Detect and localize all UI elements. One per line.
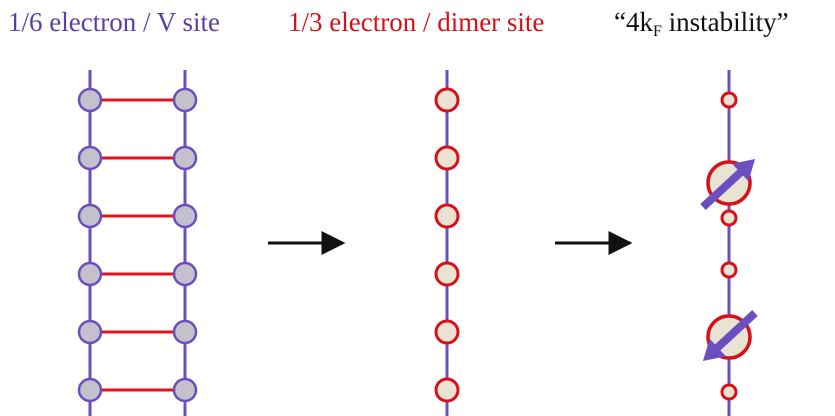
spin-arrow-shaft xyxy=(711,310,758,354)
v-site-left xyxy=(77,87,103,113)
dimer-site xyxy=(434,145,460,171)
dimer-site xyxy=(434,87,460,113)
dimer-site xyxy=(434,319,460,345)
v-site-left xyxy=(77,261,103,287)
small-site xyxy=(720,209,738,227)
dimer-caption: 1/3 electron / dimer site xyxy=(288,7,545,37)
instability-caption: “4kF instability” xyxy=(614,6,789,48)
instability-chain xyxy=(700,70,758,416)
instability-caption-open: “4k xyxy=(614,7,653,37)
v-site-right xyxy=(172,377,198,403)
instability-caption-subscript: F xyxy=(652,23,662,40)
ladder-structure xyxy=(77,70,198,416)
small-site xyxy=(720,91,738,109)
v-site-right xyxy=(172,145,198,171)
v-site-right xyxy=(172,87,198,113)
v-site-left xyxy=(77,377,103,403)
spin-arrow-shaft xyxy=(700,166,747,210)
spin-down-arrowhead xyxy=(703,338,726,361)
v-site-right xyxy=(172,261,198,287)
v-site-left xyxy=(77,145,103,171)
small-site xyxy=(720,383,738,401)
dimer-site xyxy=(434,261,460,287)
dimer-site xyxy=(434,377,460,403)
instability-caption-close: instability” xyxy=(661,7,789,37)
dimer-chain xyxy=(434,70,460,416)
spin-up-arrowhead xyxy=(732,159,755,182)
ladder-caption: 1/6 electron / V site xyxy=(8,7,220,37)
v-site-right xyxy=(172,319,198,345)
small-site xyxy=(720,261,738,279)
v-site-right xyxy=(172,203,198,229)
dimer-site xyxy=(434,203,460,229)
v-site-left xyxy=(77,319,103,345)
v-site-left xyxy=(77,203,103,229)
